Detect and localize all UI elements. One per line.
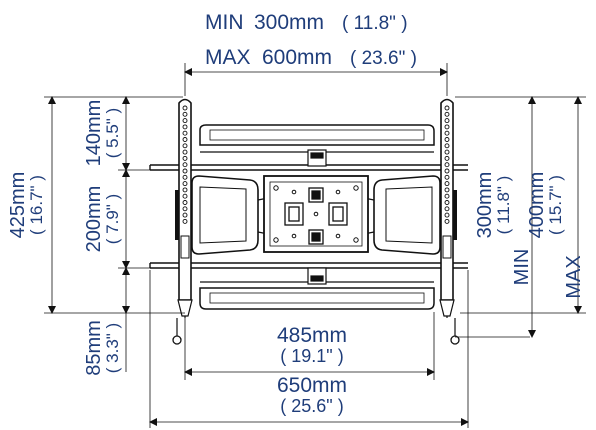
rail-hole: [182, 162, 188, 168]
rail-hole: [444, 193, 450, 199]
bottom-inner-mm: 485mm: [277, 324, 347, 347]
right-min-mm: 300mm: [474, 172, 496, 239]
left-bottom-mm: 85mm: [83, 320, 105, 376]
left-bottom-dimension: 85mm ( 3.3" ): [83, 320, 122, 376]
rail-hole: [182, 118, 188, 124]
dimension-lines: [44, 63, 586, 428]
left-total-dimension: 425mm ( 16.7" ): [7, 172, 46, 239]
bottom-outer-dimension: 650mm ( 25.6" ): [277, 374, 347, 416]
left-mid-dimension: 200mm ( 7.9" ): [83, 186, 122, 253]
left-total-in: ( 16.7" ): [27, 175, 46, 235]
rail-hole: [182, 130, 188, 136]
right-max-label: MAX: [563, 255, 585, 298]
rail-hole: [182, 181, 188, 187]
left-mid-in: ( 7.9" ): [103, 194, 122, 244]
top-min-value: 300mm: [254, 11, 324, 34]
rail-hole: [444, 155, 450, 161]
rail-hole: [182, 193, 188, 199]
left-upper-mm: 140mm: [83, 100, 105, 167]
bottom-outer-mm: 650mm: [277, 374, 347, 397]
lower-arm: [199, 287, 435, 310]
rail-hole: [182, 149, 188, 155]
bottom-inner-in: ( 19.1" ): [280, 346, 343, 366]
top-max-dimension: MAX 600mm ( 23.6" ): [205, 46, 417, 69]
rail-hole: [444, 168, 450, 174]
rail-hole: [182, 187, 188, 193]
rail-hole: [444, 174, 450, 180]
rail-hole: [182, 206, 188, 212]
right-min-in: ( 11.8" ): [494, 176, 513, 235]
hub-connectors: [307, 149, 327, 285]
right-max-mm: 400mm: [526, 172, 548, 239]
right-min-dimension: 300mm ( 11.8" ) MIN: [474, 172, 533, 286]
rail-hole: [444, 206, 450, 212]
left-total-mm: 425mm: [7, 172, 29, 239]
wall-plate: [263, 175, 369, 253]
left-upper-dimension: 140mm ( 5.5" ): [83, 100, 122, 167]
left-vesa-rail: [172, 98, 193, 345]
rail-hole: [444, 143, 450, 149]
upper-arm: [199, 124, 435, 146]
right-vesa-rail: [439, 98, 460, 345]
rail-hole: [182, 218, 188, 224]
rail-hole: [444, 212, 450, 218]
top-min-inch: ( 11.8" ): [342, 13, 408, 34]
rail-hole: [182, 111, 188, 117]
rail-hole: [182, 168, 188, 174]
rail-hole: [444, 118, 450, 124]
right-min-label: MIN: [511, 249, 533, 286]
bottom-inner-dimension: 485mm ( 19.1" ): [277, 324, 347, 366]
wall-mount-bracket: [149, 98, 468, 345]
rail-hole: [182, 174, 188, 180]
rail-hole: [444, 137, 450, 142]
right-max-in: ( 15.7" ): [546, 175, 565, 235]
rail-hole: [182, 155, 188, 161]
right-max-dimension: 400mm ( 15.7" ) MAX: [526, 172, 585, 299]
top-max-label: MAX: [205, 46, 251, 69]
top-max-value: 600mm: [262, 46, 332, 69]
top-max-inch: ( 23.6" ): [350, 48, 417, 69]
rail-hole: [182, 105, 188, 111]
left-swing-arm: [191, 175, 259, 255]
bottom-outer-in: ( 25.6" ): [280, 396, 343, 416]
rail-hole: [182, 212, 188, 218]
rail-hole: [182, 137, 188, 142]
rail-hole: [444, 187, 450, 193]
rail-hole: [444, 200, 450, 205]
left-bottom-in: ( 3.3" ): [103, 323, 122, 373]
top-min-label: MIN: [205, 11, 244, 34]
rail-hole: [444, 181, 450, 187]
rail-hole: [182, 200, 188, 205]
rail-hole: [182, 124, 188, 130]
right-swing-arm: [373, 175, 441, 255]
rail-hole: [444, 105, 450, 111]
top-min-dimension: MIN 300mm ( 11.8" ): [205, 11, 408, 34]
rail-hole: [444, 218, 450, 224]
rail-hole: [444, 130, 450, 136]
rail-hole: [182, 143, 188, 149]
rail-hole: [444, 149, 450, 155]
left-upper-in: ( 5.5" ): [103, 108, 122, 158]
rail-hole: [444, 162, 450, 168]
rail-hole: [444, 124, 450, 130]
left-mid-mm: 200mm: [83, 186, 105, 253]
rail-hole: [444, 111, 450, 117]
